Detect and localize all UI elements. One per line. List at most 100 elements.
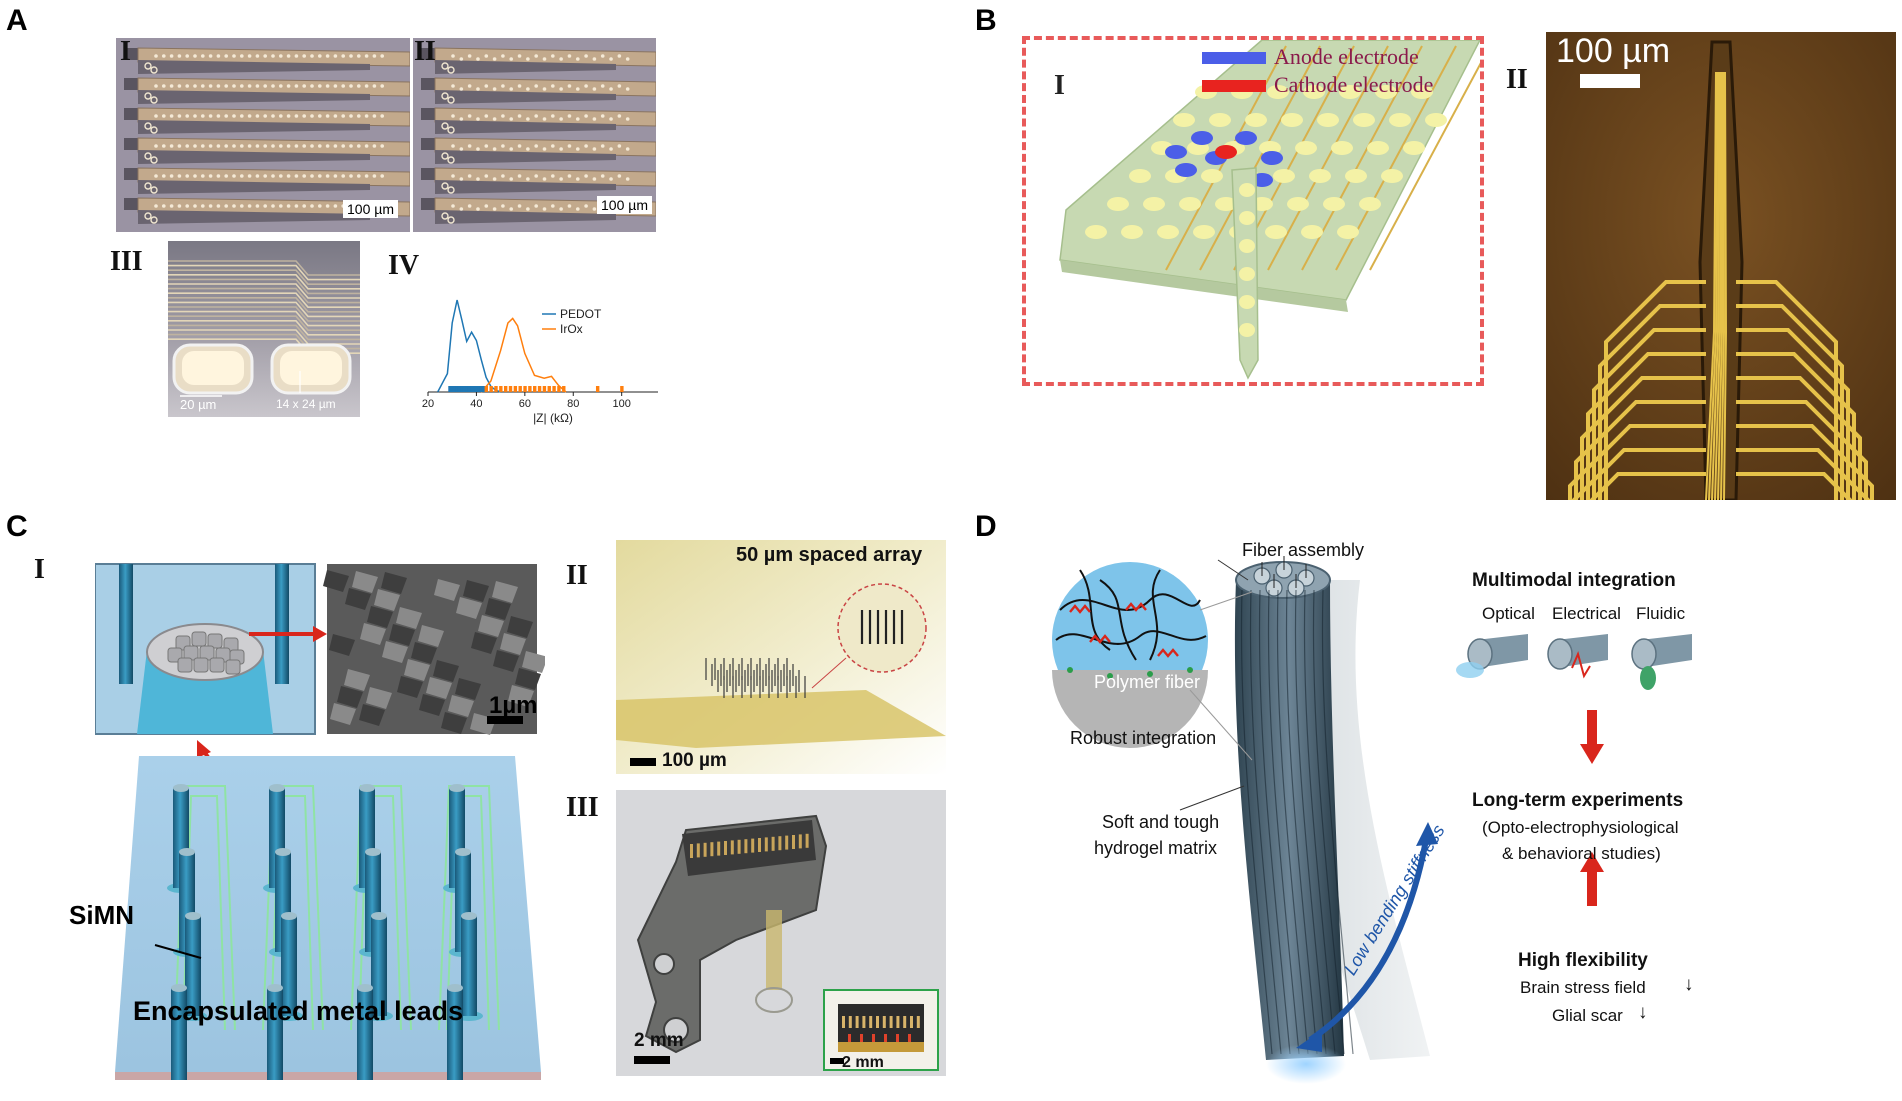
simn-array-svg	[94, 563, 548, 1093]
panel-a-sub-i: I	[120, 36, 131, 67]
series-line-irox	[480, 317, 567, 393]
x-tick-label: 80	[567, 398, 579, 410]
probe-micrograph	[1546, 32, 1896, 500]
rug-mark-irox	[552, 386, 556, 392]
cathode-legend-swatch	[1202, 80, 1266, 92]
soft-tough-label-line2: hydrogel matrix	[1094, 838, 1218, 858]
simn-label: SiMN	[69, 900, 134, 930]
cathode-legend-label: Cathode electrode	[1274, 72, 1434, 97]
x-tick-label: 60	[519, 398, 531, 410]
rug-mark-irox	[523, 386, 527, 392]
scale-bar-label: 100 µm	[662, 750, 727, 771]
scale-bar-label: 100 µm	[597, 196, 652, 214]
glial-scar-down-arrow-icon: ↓	[1638, 1002, 1648, 1023]
panel-c-sub-i: I	[34, 554, 45, 585]
rug-mark-irox	[547, 386, 551, 392]
panel-c-ii-photo: 50 µm spaced array 100 µm	[616, 540, 946, 774]
long-term-line1: (Opto-electrophysiological	[1482, 818, 1679, 837]
long-term-title: Long-term experiments	[1472, 790, 1684, 811]
panel-a-iii-micrograph: 20 µm 14 x 24 µm	[168, 241, 360, 417]
rug-mark-irox	[562, 386, 566, 392]
rug-mark-pedot	[465, 386, 469, 392]
fiber-diagram-svg	[1052, 556, 1692, 1084]
panel-b-ii-micrograph: 100 µm	[1546, 32, 1896, 500]
panel-a-i-micrograph: 100 µm	[116, 38, 410, 232]
rug-mark-irox	[537, 386, 542, 392]
panel-a-letter: A	[6, 4, 28, 37]
sem-scale-label: 1µm	[489, 692, 538, 719]
probe-schematic-frame: Anode electrode Cathode electrode I	[1022, 36, 1491, 386]
rug-mark-pedot	[477, 386, 481, 392]
rug-mark-irox	[533, 386, 537, 392]
rug-mark-irox	[528, 386, 532, 392]
probe-shanks-image	[116, 38, 410, 232]
panel-b-letter: B	[975, 4, 997, 37]
inset-scale-label: 2 mm	[842, 1054, 884, 1071]
rug-mark-pedot	[472, 386, 476, 392]
anode-legend-swatch	[1202, 52, 1266, 64]
panel-c-sub-iii: III	[566, 792, 599, 823]
multimodal-title: Multimodal integration	[1472, 570, 1676, 591]
high-flexibility-title: High flexibility	[1518, 950, 1648, 971]
rug-mark-pedot	[460, 386, 464, 392]
mode-fluidic-label: Fluidic	[1636, 604, 1686, 623]
rug-mark-irox	[494, 386, 498, 392]
rug-mark-irox	[484, 386, 489, 392]
rug-mark-irox	[620, 386, 624, 392]
panel-c-iii-photo: 2 mm 2 mm	[616, 790, 946, 1076]
long-term-line2: & behavioral studies)	[1502, 844, 1661, 863]
fiber-assembly-label: Fiber assembly	[1242, 540, 1365, 560]
rug-mark-pedot	[470, 386, 474, 392]
x-tick-label: 100	[613, 398, 631, 410]
panel-b-sub-i: I	[1054, 70, 1065, 101]
rug-mark-pedot	[462, 386, 467, 392]
legend-label: IrOx	[560, 322, 583, 336]
anode-legend-label: Anode electrode	[1274, 44, 1419, 69]
x-tick-label: 40	[470, 398, 482, 410]
microneedle-array-schematic: 1µm SiMN Encapsulated metal leads	[69, 560, 548, 1093]
panel-c-letter: C	[6, 510, 28, 543]
panel-a-sub-ii: II	[414, 36, 436, 67]
rug-mark-pedot	[467, 386, 472, 392]
rug-mark-irox	[503, 386, 508, 392]
rug-mark-pedot	[479, 386, 484, 392]
rug-mark-pedot	[482, 386, 486, 392]
mode-optical-label: Optical	[1482, 604, 1535, 623]
brain-stress-label: Brain stress field	[1520, 978, 1646, 997]
soft-tough-label-line1: Soft and tough	[1102, 812, 1220, 832]
legend-label: PEDOT	[560, 307, 602, 321]
rug-mark-pedot	[474, 386, 479, 392]
panel-a-ii-micrograph: 100 µm	[413, 38, 656, 232]
rug-mark-irox	[518, 386, 522, 392]
scale-bar-label: 20 µm	[180, 397, 217, 412]
glial-scar-label: Glial scar	[1552, 1006, 1623, 1025]
fiber-probe-diagram: Fiber assembly Polymer fiber Robust inte…	[1040, 540, 1900, 1096]
spaced-array-title: 50 µm spaced array	[736, 544, 923, 566]
panel-a-sub-iii: III	[110, 246, 143, 277]
robust-integration-label: Robust integration	[1070, 728, 1217, 748]
scale-bar-label: 100 µm	[343, 200, 398, 218]
panel-d-letter: D	[975, 510, 997, 543]
panel-a-sub-iv: IV	[388, 250, 420, 281]
scale-bar-label: 100 µm	[1556, 32, 1671, 70]
probe-schematic	[1059, 39, 1491, 380]
panel-b-sub-ii: II	[1506, 64, 1528, 95]
rug-mark-irox	[499, 386, 503, 392]
rug-mark-pedot	[457, 386, 462, 392]
rug-mark-pedot	[448, 386, 452, 392]
scale-bar-label: 2 mm	[634, 1030, 684, 1051]
rug-mark-irox	[557, 386, 561, 392]
rug-mark-irox	[513, 386, 518, 392]
encapsulated-leads-label: Encapsulated metal leads	[133, 996, 464, 1026]
polymer-fiber-label: Polymer fiber	[1094, 672, 1201, 692]
site-size-label: 14 x 24 µm	[276, 397, 336, 411]
electrode-sites-image	[168, 241, 360, 417]
x-tick-label: 20	[422, 398, 434, 410]
rug-mark-pedot	[455, 386, 459, 392]
spaced-array-photo	[616, 540, 946, 774]
rug-mark-irox	[508, 386, 513, 392]
rug-mark-pedot	[450, 386, 455, 392]
rug-mark-pedot	[453, 386, 457, 392]
